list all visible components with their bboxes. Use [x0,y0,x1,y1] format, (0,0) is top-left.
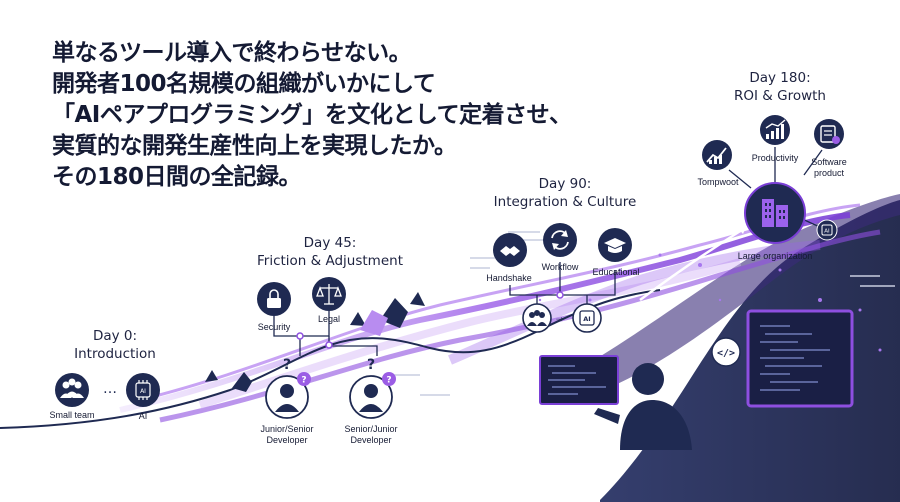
junction-dot [556,291,564,299]
label-tompwoot: Tompwoot [697,177,739,187]
handshake-icon [500,246,520,256]
people-icon [60,378,84,398]
label-legal: Legal [317,314,341,324]
code-monitor [746,309,854,408]
code-icon: </> [717,348,735,359]
svg-text:?: ? [301,376,306,386]
large-organization-node [744,182,806,244]
label-workflow: Workflow [541,262,579,272]
chart-icon [706,147,727,163]
label-developer-1: Junior/Senior Developer [260,424,314,445]
laptop [539,355,619,405]
svg-text:AI: AI [583,315,590,323]
label-ai: AI [138,411,148,421]
developer-silhouette [594,363,692,450]
security-node [257,282,291,316]
tompwoot-node [702,140,732,170]
ai-chip-node-2: AI [572,303,602,333]
friction-rock-purple [360,310,388,336]
question-mark-float-2: ? [367,357,375,373]
headline-line-4: 実質的な開発生産性向上を実現したか。 [52,133,457,159]
friction-rocks [205,292,425,392]
headline-line-3: 「AIペアプログラミング」を文化として定着させ、 [52,102,572,128]
software-product-node [814,119,844,149]
chip-icon [579,310,595,326]
developer-2-avatar [349,375,393,419]
scales-icon [316,284,342,305]
ai-chip-node-3: AI [816,219,838,241]
chip-icon [135,380,151,400]
handshake-node [493,233,527,267]
stage-day0-title: Day 0: Introduction [74,328,156,362]
label-handshake: Handshake [486,273,532,283]
educational-node [598,228,632,262]
ai-chip-node: AI [126,373,160,407]
productivity-node [760,115,790,145]
svg-text:AI: AI [140,388,146,395]
legal-node [312,277,346,311]
exchange-arrows: ⇢ [556,315,564,325]
growth-arrow-head [736,222,748,234]
code-symbol-node: </> [711,337,741,367]
headline: 単なるツール導入で終わらせない。 開発者100名規模の組織がいかにして 「AIペ… [52,38,572,193]
chip-icon [821,224,833,236]
headline-line-1: 単なるツール導入で終わらせない。 [52,40,412,66]
svg-text:?: ? [386,376,391,386]
checklist-icon [820,125,836,143]
label-large-organization: Large organization [737,251,813,261]
chart-icon [766,124,784,139]
label-developer-2: Senior/Junior Developer [344,424,398,445]
developer-1-avatar [265,375,309,419]
workflow-node [543,223,577,257]
person-icon [359,384,383,412]
growth-arrow [639,226,746,302]
label-productivity: Productivity [751,153,799,163]
label-educational: Educational [592,267,640,277]
small-team-node [55,373,89,407]
graduation-cap-icon [604,238,626,253]
label-software-product: Software product [811,157,847,178]
headline-line-2: 開発者100名規模の組織がいかにして [52,71,436,97]
person-icon [275,384,299,412]
stage-day45-title: Day 45: Friction & Adjustment [257,235,403,269]
question-badge-1: ? [297,372,311,386]
stage-day90-title: Day 90: Integration & Culture [493,176,637,210]
headline-line-5: その180日間の全記録。 [52,164,302,190]
question-mark-float-1: ? [283,357,291,373]
timeline-line [0,289,661,429]
question-badge-2: ? [382,372,396,386]
stage-day180-title: Day 180: ROI & Growth [734,70,826,104]
junction-dot [325,341,333,349]
label-security: Security [257,322,291,332]
label-small-team: Small team [49,410,95,420]
svg-text:AI: AI [824,229,830,235]
purple-wave-5 [448,240,821,365]
ellipsis: … [103,381,117,397]
people-icon [527,310,547,326]
junction-dot [296,332,304,340]
team-node [522,303,552,333]
lock-icon [267,289,281,308]
code-lines-decoration [390,231,895,396]
